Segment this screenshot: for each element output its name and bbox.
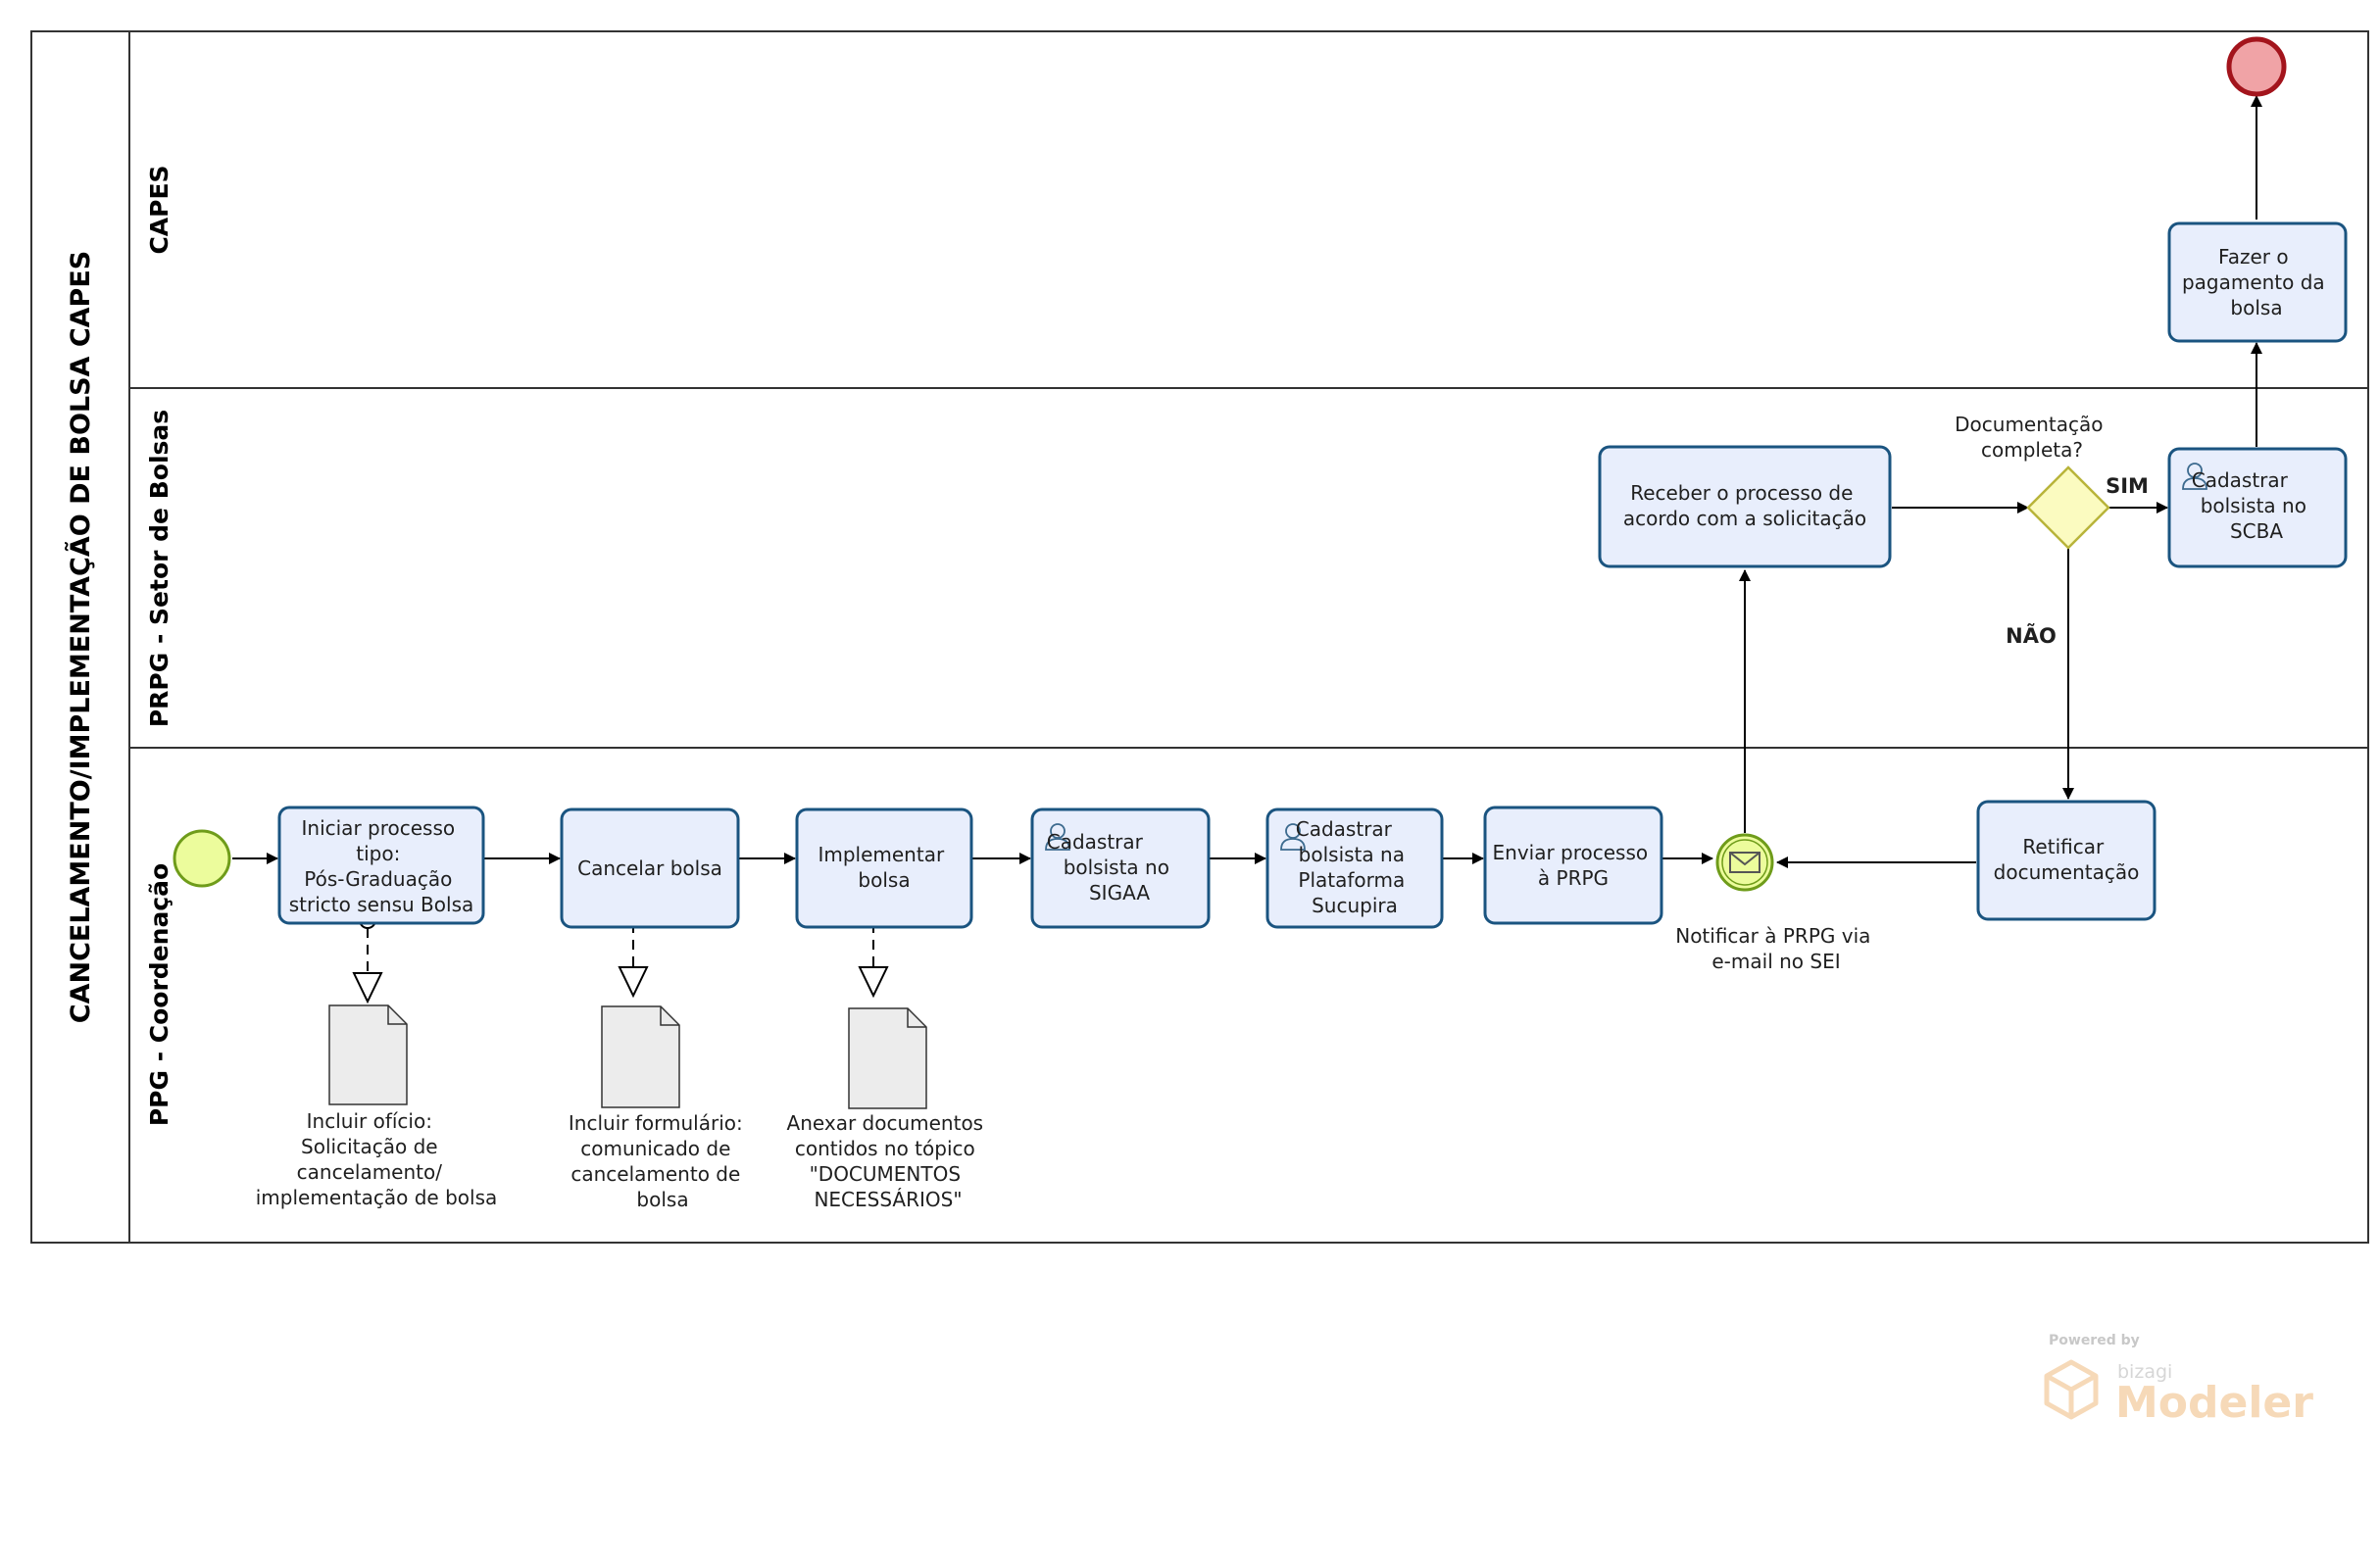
task-sucupira[interactable]: [1265, 807, 1444, 929]
pool-title: CANCELAMENTO/IMPLEMENTAÇÃO DE BOLSA CAPE…: [65, 251, 96, 1023]
lane-title-prpg: PRPG - Setor de Bolsas: [145, 410, 174, 727]
user-icon: [2182, 463, 2207, 490]
watermark: Powered by bizagi Modeler: [2044, 1333, 2313, 1428]
task-pagamento[interactable]: [2167, 221, 2348, 343]
lane-title-capes: CAPES: [145, 165, 174, 254]
task-enviar[interactable]: [1483, 806, 1663, 925]
bizagi-logo-icon: [2044, 1359, 2099, 1420]
user-icon: [1045, 823, 1070, 851]
watermark-brand: bizagi: [2117, 1361, 2172, 1383]
task-iniciar[interactable]: [277, 806, 485, 925]
start-event[interactable]: [173, 829, 231, 888]
task-receber-label: Receber o processo de acordo com a solic…: [1623, 481, 1866, 530]
gateway-yes-label: SIM: [2106, 474, 2149, 498]
task-scba[interactable]: [2167, 447, 2348, 568]
lane-title-ppg: PPG - Coordenação: [145, 863, 174, 1126]
artifact-oficio-label: Incluir ofício: Solicitação de cancelame…: [256, 1109, 498, 1209]
pool: CANCELAMENTO/IMPLEMENTAÇÃO DE BOLSA CAPE…: [30, 30, 2369, 1244]
task-receber[interactable]: [1598, 445, 1892, 568]
artifact-formulario-label: Incluir formulário: comunicado de cancel…: [569, 1111, 749, 1211]
task-cancelar-label: Cancelar bolsa: [577, 856, 722, 880]
user-icon: [1280, 823, 1306, 851]
task-implementar[interactable]: [795, 807, 973, 929]
watermark-powered: Powered by: [2049, 1333, 2140, 1348]
task-sucupira-label: Cadastrar bolsista na Plataforma Sucupir…: [1296, 817, 1412, 917]
task-implementar-label: Implementar bolsa: [818, 843, 950, 892]
message-event-label: Notificar à PRPG via e-mail no SEI: [1675, 924, 1877, 973]
envelope-icon: [1729, 852, 1760, 873]
task-retificar[interactable]: [1976, 800, 2157, 921]
task-scba-label: Cadastrar bolsista no SCBA: [2192, 468, 2313, 543]
artifact-anexar-label: Anexar documentos contidos no tópico "DO…: [787, 1111, 990, 1211]
task-retificar-label: Retificar documentação: [1994, 835, 2140, 884]
tasks: [277, 221, 2348, 929]
gateway-no-label: NÃO: [2006, 623, 2057, 648]
task-sigaa[interactable]: [1030, 807, 1211, 929]
document-oficio-icon: [328, 1004, 408, 1105]
task-pagamento-label: Fazer o pagamento da bolsa: [2182, 245, 2331, 319]
task-enviar-label: Enviar processo à PRPG: [1493, 841, 1655, 890]
end-event[interactable]: [2226, 36, 2287, 97]
decision-gateway[interactable]: [2026, 465, 2110, 550]
gateway-question-label: Documentação completa?: [1955, 413, 2109, 462]
document-formulario-icon: [601, 1005, 680, 1108]
sequence-flows: [232, 95, 2262, 868]
message-event[interactable]: [1715, 833, 1774, 892]
document-anexar-icon: [848, 1007, 927, 1109]
task-sigaa-label: Cadastrar bolsista no SIGAA: [1047, 830, 1176, 905]
task-iniciar-label: Iniciar processo tipo: Pós-Graduação str…: [289, 816, 474, 916]
watermark-product: Modeler: [2115, 1378, 2313, 1428]
task-cancelar[interactable]: [560, 807, 740, 929]
